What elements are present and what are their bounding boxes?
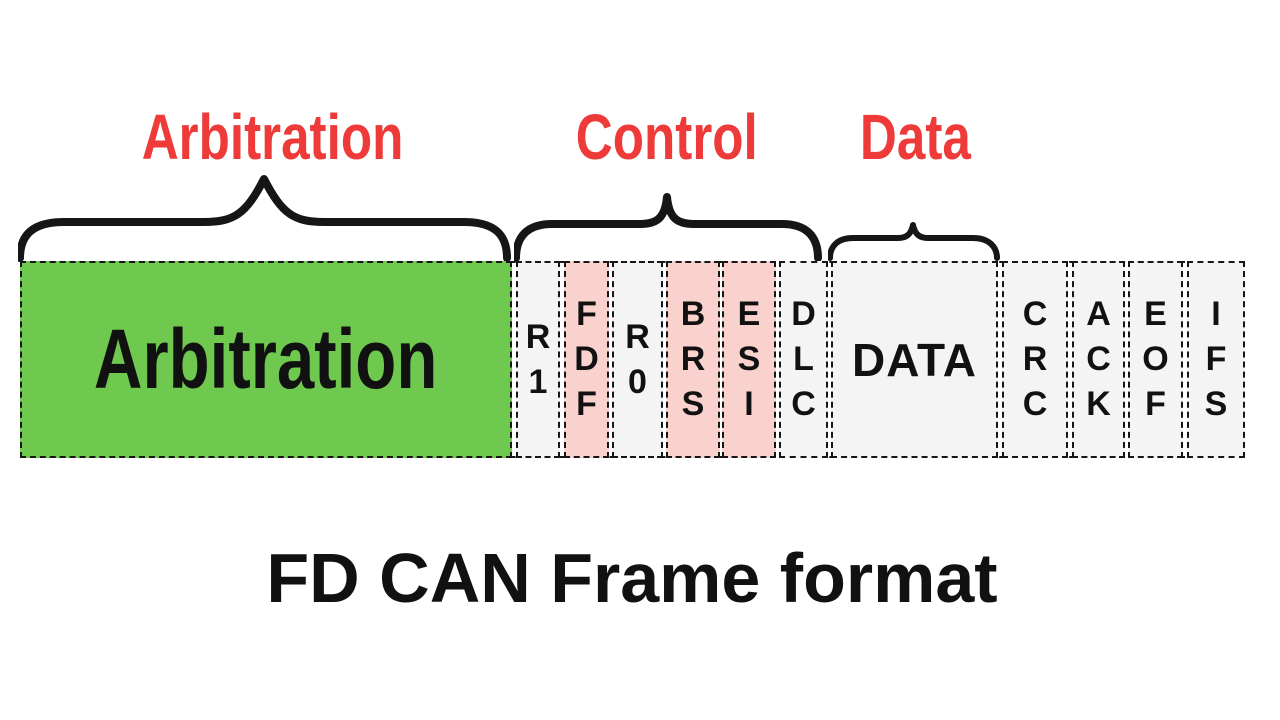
- field-ifs-label: I F S: [1204, 295, 1228, 423]
- field-dlc: D L C: [779, 261, 828, 458]
- arbitration-brace-icon: [18, 175, 511, 262]
- control-group-label-text: Control: [576, 101, 758, 173]
- field-fdf: F D F: [564, 261, 609, 458]
- diagram-title: FD CAN Frame format: [266, 539, 998, 617]
- field-r1-label: R 1: [525, 317, 551, 401]
- field-arbitration-label: Arbitration: [94, 312, 438, 406]
- field-eof-label: E O F: [1142, 295, 1169, 423]
- data-group-label-text: Data: [859, 101, 971, 173]
- field-ack: A C K: [1072, 261, 1125, 458]
- field-data-label: DATA: [852, 333, 977, 386]
- control-brace-path: [514, 193, 822, 262]
- arbitration-group-label-text: Arbitration: [142, 101, 404, 173]
- control-group-label: Control: [516, 104, 818, 170]
- data-brace-path: [828, 222, 1000, 261]
- field-fdf-label: F D F: [574, 295, 599, 423]
- field-r0: R 0: [612, 261, 663, 458]
- field-ack-label: A C K: [1086, 295, 1111, 423]
- data-brace-icon: [828, 222, 1000, 261]
- field-esi: E S I: [722, 261, 776, 458]
- field-crc-label: C R C: [1022, 295, 1048, 423]
- field-brs-label: B R S: [680, 295, 706, 423]
- field-arbitration: Arbitration: [20, 261, 512, 458]
- arbitration-group-label: Arbitration: [23, 104, 523, 170]
- field-data: DATA: [831, 261, 998, 458]
- arbitration-brace-path: [18, 175, 511, 262]
- field-eof: E O F: [1128, 261, 1183, 458]
- field-esi-label: E S I: [737, 295, 761, 423]
- field-brs: B R S: [666, 261, 720, 458]
- data-group-label: Data: [830, 104, 1000, 170]
- field-dlc-label: D L C: [791, 295, 816, 423]
- field-crc: C R C: [1002, 261, 1068, 458]
- field-r0-label: R 0: [625, 317, 650, 401]
- control-brace-icon: [514, 193, 822, 262]
- field-r1: R 1: [516, 261, 560, 458]
- field-ifs: I F S: [1187, 261, 1245, 458]
